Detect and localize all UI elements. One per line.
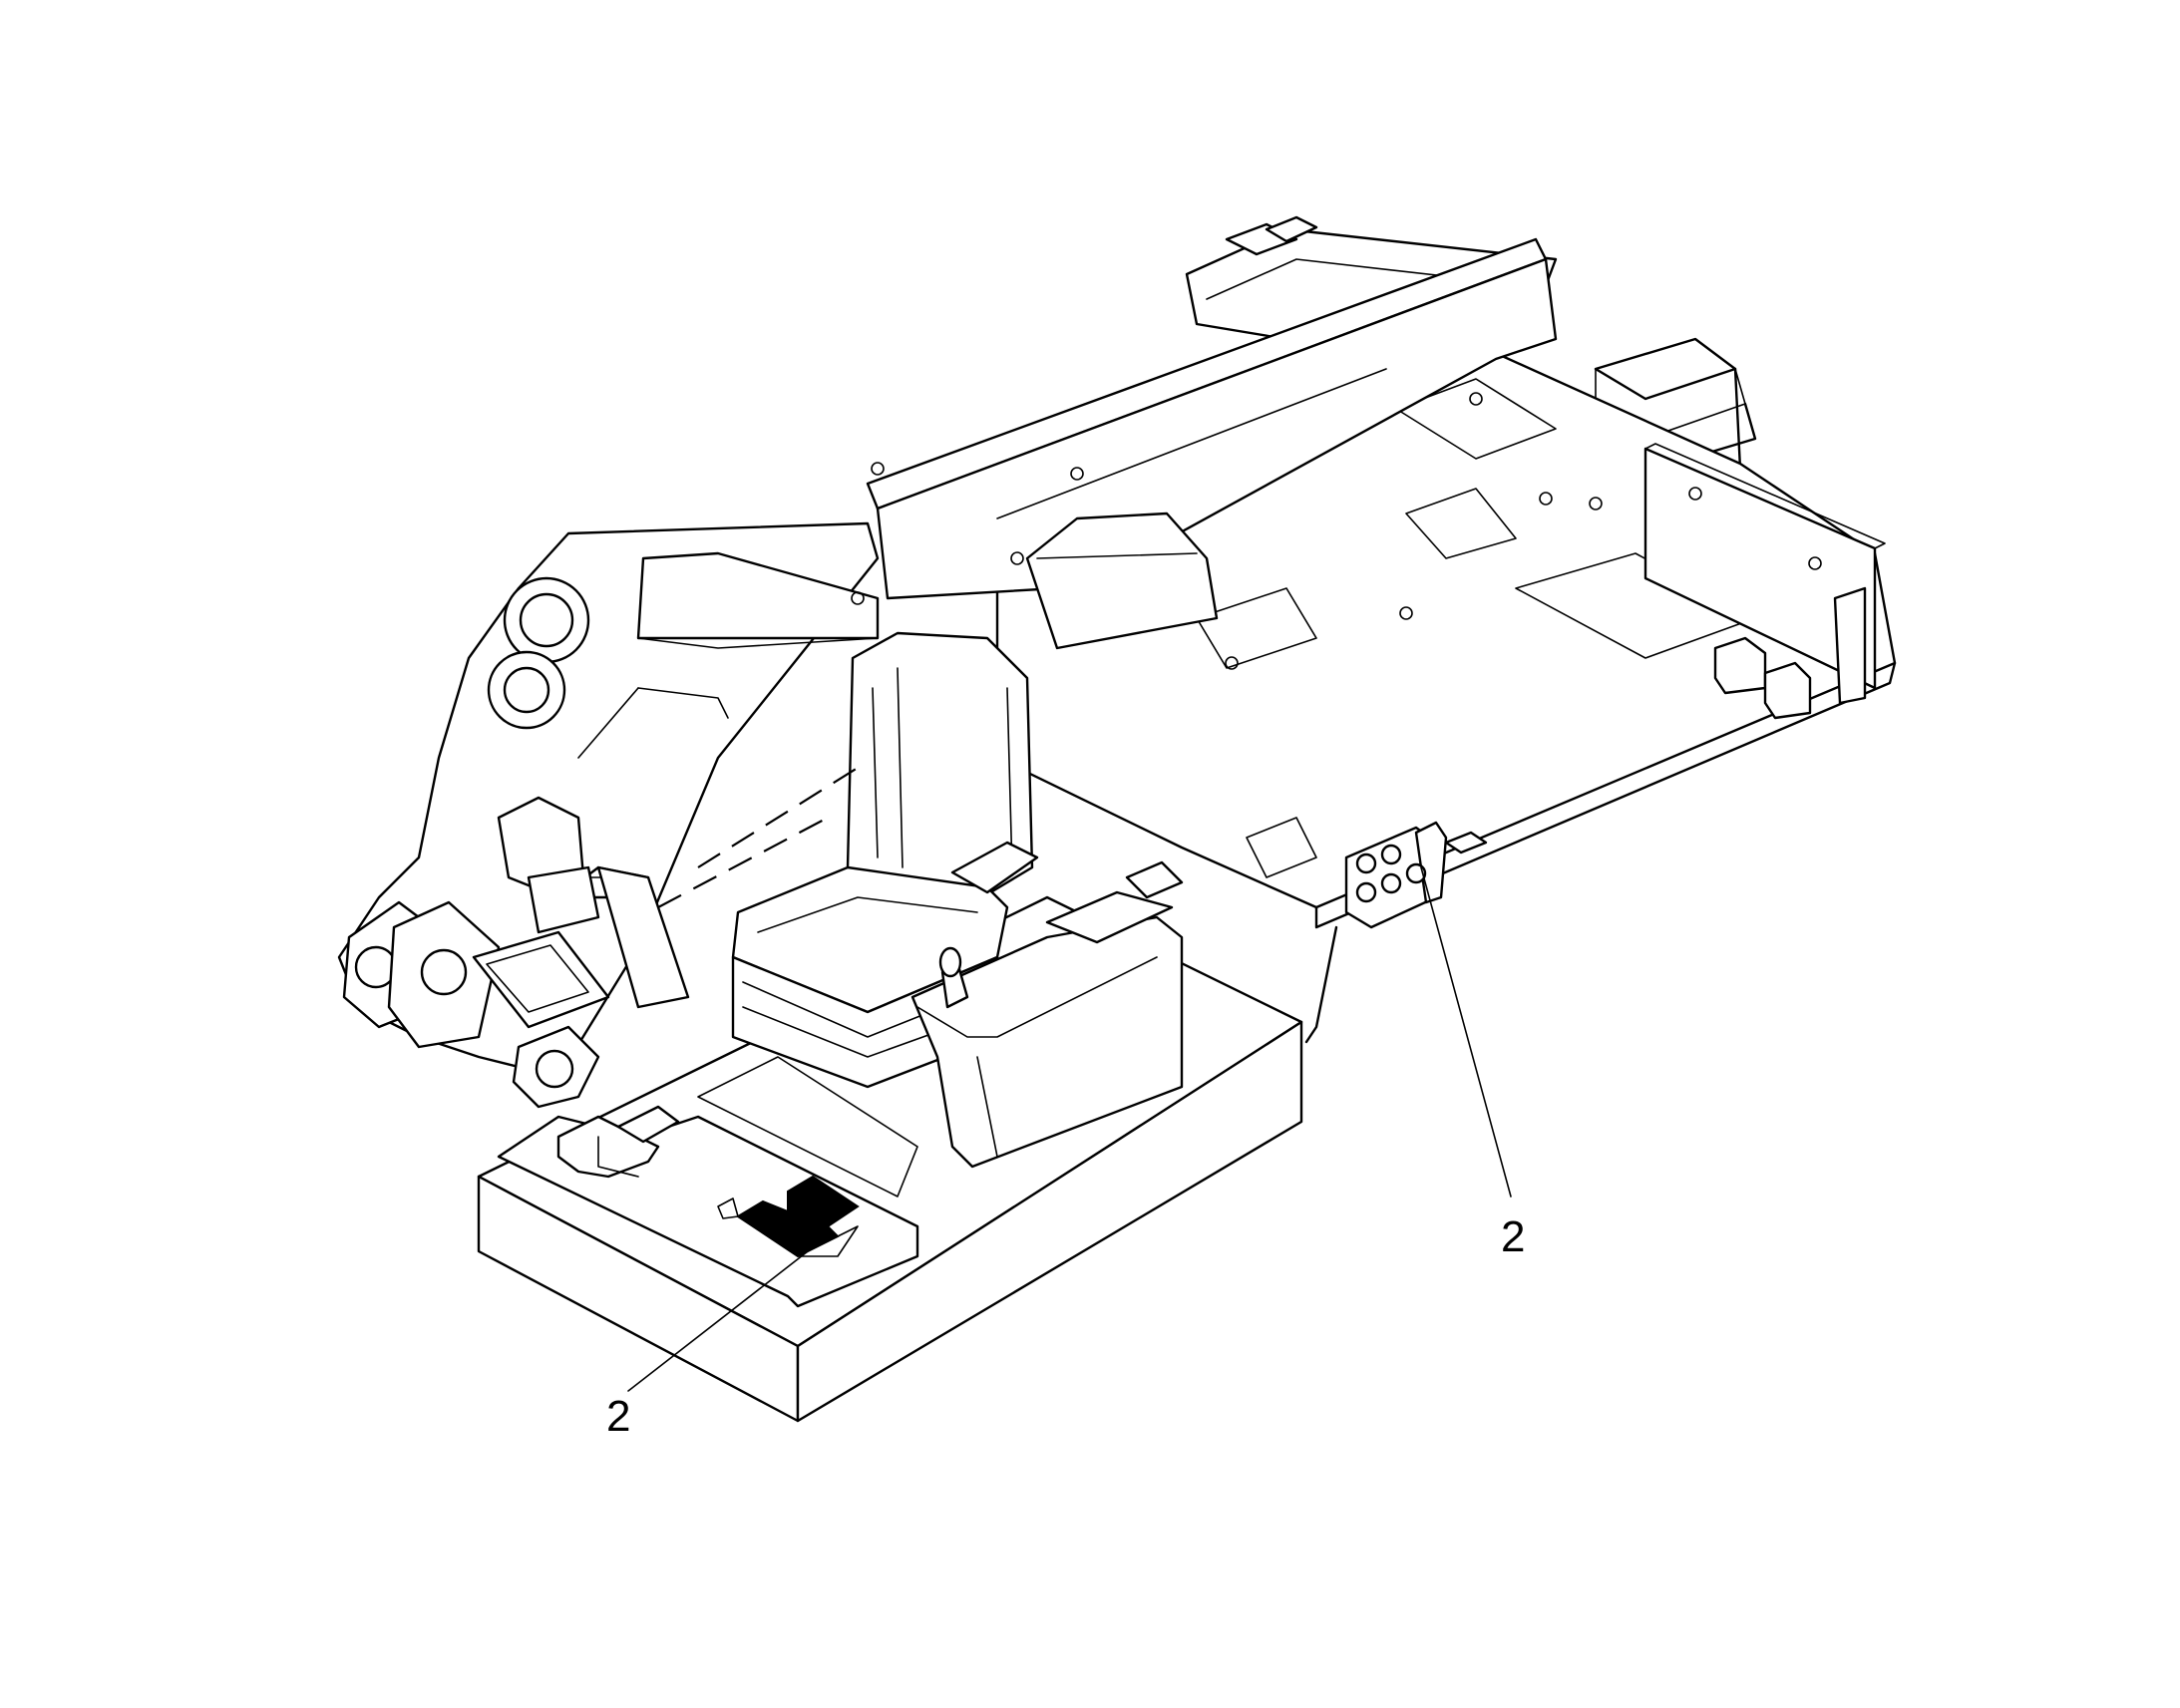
fasteners bbox=[851, 392, 1822, 670]
cab-left-wall bbox=[577, 551, 880, 759]
valve-block bbox=[1344, 821, 1488, 929]
right-console bbox=[910, 860, 1184, 1169]
boom-mount bbox=[337, 521, 880, 1109]
hydraulic-line bbox=[657, 767, 859, 908]
right-side-wall bbox=[1643, 443, 1886, 720]
leader-lines bbox=[627, 866, 1512, 1392]
center-beam bbox=[866, 237, 1558, 650]
pedal-bracket bbox=[556, 1105, 680, 1179]
left-console bbox=[497, 796, 690, 1009]
callout-left-label: 2 bbox=[606, 1392, 630, 1441]
operator-seat bbox=[731, 631, 1039, 1089]
callout-right-label: 2 bbox=[1501, 1212, 1525, 1261]
floor-pedal bbox=[717, 1175, 860, 1258]
